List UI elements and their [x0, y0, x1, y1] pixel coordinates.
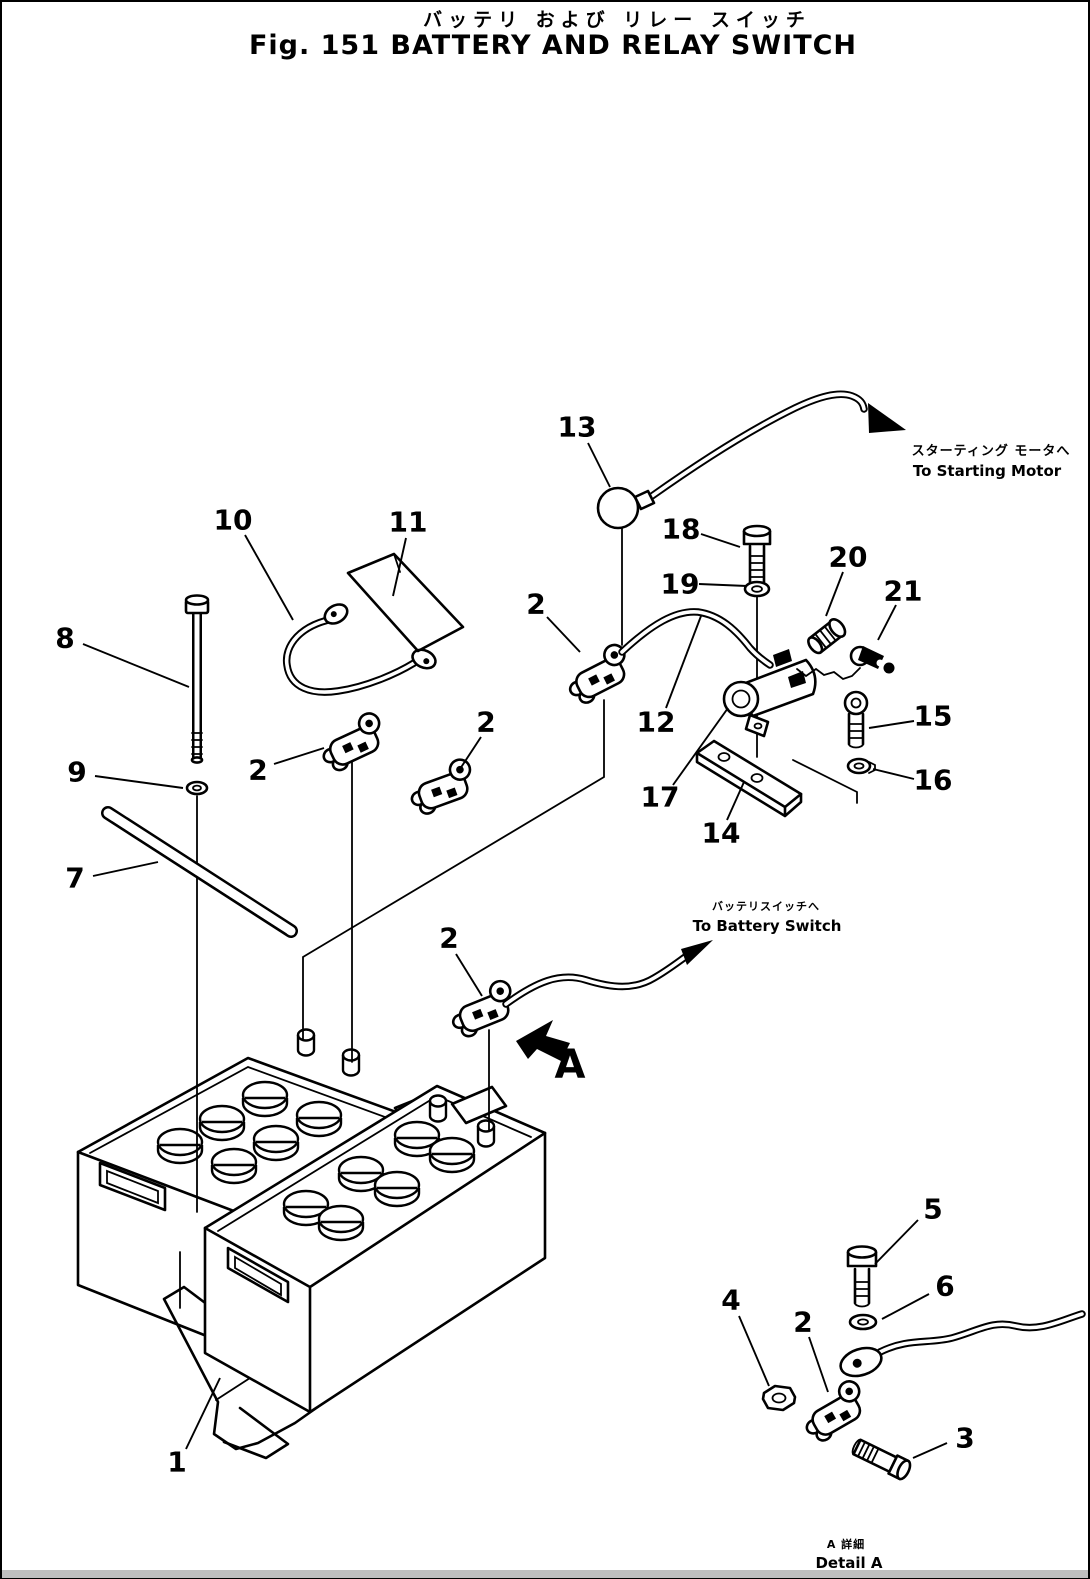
callout-14: 14 — [702, 817, 741, 850]
callout-leader-19 — [698, 583, 748, 587]
view-arrow-a — [516, 1020, 570, 1061]
relay-switch-assembly — [695, 524, 895, 818]
hold-down-bolt-8 — [179, 594, 210, 1309]
cable-tag-11 — [346, 552, 465, 653]
callout-6: 6 — [935, 1270, 954, 1303]
callout-leader-9 — [94, 775, 184, 789]
bolt-15 — [843, 690, 869, 749]
relay-wire — [796, 667, 861, 681]
terminal-clamp-2 — [403, 755, 482, 819]
arrow-to-starting-motor — [868, 403, 906, 433]
arrow-to-battery-switch — [681, 940, 713, 965]
starting-motor-cable-13 — [596, 390, 906, 530]
callout-18: 18 — [662, 513, 701, 546]
callout-leader-17 — [672, 707, 729, 786]
callout-leader-10 — [244, 534, 294, 621]
battery-handle — [450, 1085, 508, 1125]
callout-leader-7 — [92, 861, 159, 877]
battery-handle — [226, 1246, 290, 1304]
relay-cable-12 — [618, 608, 774, 669]
view-arrow-label: A — [555, 1042, 586, 1088]
callout-2: 2 — [793, 1306, 812, 1339]
label-battery-switch-en: To Battery Switch — [693, 917, 842, 935]
nut-9 — [185, 780, 209, 796]
callout-7: 7 — [65, 862, 84, 895]
callout-2: 2 — [248, 754, 267, 787]
callout-2: 2 — [439, 922, 458, 955]
callout-leader-14 — [726, 781, 745, 821]
callout-1: 1 — [167, 1446, 186, 1479]
callout-leader-18 — [700, 533, 741, 548]
label-detail-a-en: Detail A — [815, 1554, 882, 1572]
figure-title-english: Fig. 151 BATTERY AND RELAY SWITCH — [249, 30, 857, 61]
nut-4 — [761, 1384, 797, 1412]
callout-13: 13 — [558, 411, 597, 444]
scan-edge-artifact — [2, 1570, 1088, 1578]
callout-leader-2 — [808, 1336, 829, 1393]
callout-9: 9 — [67, 756, 86, 789]
callout-11: 11 — [389, 506, 428, 539]
label-starting-motor-ja: スターティング モータへ — [912, 443, 1071, 459]
callout-leader-3 — [912, 1442, 948, 1459]
callout-leader-16 — [872, 768, 915, 780]
callout-leader-2 — [455, 953, 483, 997]
relay-switch-body — [722, 649, 817, 738]
callout-21: 21 — [884, 575, 923, 608]
callout-20: 20 — [829, 541, 868, 574]
callout-16: 16 — [914, 764, 953, 797]
terminal-clamp-2 — [794, 1376, 875, 1447]
callout-leader-20 — [825, 571, 844, 617]
figure-title-japanese: バッテリ および リレー スイッチ — [423, 9, 811, 31]
connector-20 — [807, 617, 847, 655]
battery-switch-cable — [502, 940, 713, 1008]
label-battery-switch-ja: バッテリスイッチへ — [712, 900, 820, 913]
callout-leader-21 — [877, 604, 897, 641]
connector-21 — [849, 645, 895, 674]
callout-leader-2 — [546, 616, 581, 653]
callout-leader-6 — [881, 1293, 930, 1320]
bolt-3 — [851, 1438, 912, 1481]
detail-a-inset — [761, 1245, 1086, 1481]
callout-15: 15 — [914, 700, 953, 733]
callout-3: 3 — [955, 1422, 974, 1455]
battery-front — [203, 1084, 547, 1414]
callout-8: 8 — [55, 622, 74, 655]
jumper-cable-10 — [282, 603, 437, 696]
callout-2: 2 — [526, 588, 545, 621]
callout-2: 2 — [476, 706, 495, 739]
callout-leader-5 — [874, 1219, 919, 1265]
bolt-5 — [846, 1245, 878, 1308]
ring-terminal-cable — [839, 1310, 1086, 1378]
washer-19 — [743, 580, 771, 598]
bolt-18 — [742, 524, 772, 587]
callout-leader-8 — [82, 643, 190, 688]
callout-leader-4 — [738, 1315, 770, 1387]
hold-down-bar-7 — [101, 806, 298, 938]
nut-16 — [792, 757, 876, 804]
callout-leader-11 — [392, 537, 407, 597]
callout-10: 10 — [214, 504, 253, 537]
callout-4: 4 — [721, 1284, 740, 1317]
callout-leader-1 — [185, 1377, 221, 1450]
callout-19: 19 — [661, 568, 700, 601]
callout-5: 5 — [923, 1193, 942, 1226]
washer-6 — [848, 1313, 878, 1331]
terminal-clamp-2 — [443, 976, 523, 1042]
label-starting-motor-en: To Starting Motor — [913, 462, 1062, 480]
battery-handle — [98, 1161, 167, 1212]
mounting-plate-14 — [695, 739, 803, 818]
callout-17: 17 — [641, 781, 680, 814]
callout-12: 12 — [637, 706, 676, 739]
callout-leader-13 — [587, 442, 611, 488]
callout-leader-2 — [457, 736, 482, 773]
callout-leader-2 — [273, 747, 325, 765]
callout-leader-15 — [868, 720, 915, 729]
label-detail-a-ja: A 詳細 — [827, 1537, 865, 1551]
callout-leader-12 — [665, 615, 702, 709]
